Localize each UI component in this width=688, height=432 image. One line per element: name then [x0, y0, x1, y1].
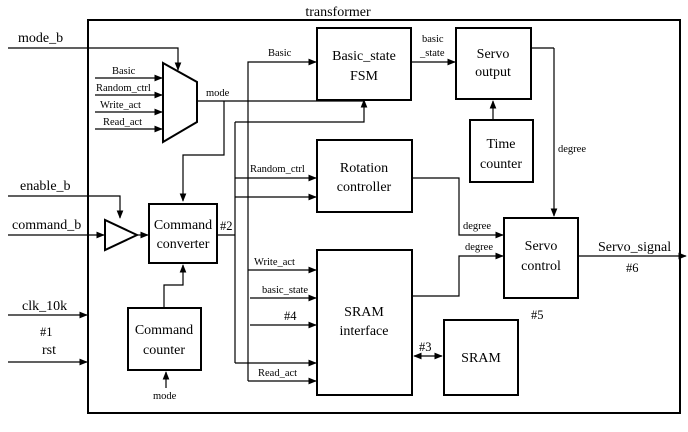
input-clk-10k-label: clk_10k [22, 299, 67, 314]
servo-output-block [455, 27, 532, 100]
signal-mode-bottom-label: mode [153, 391, 177, 402]
wire-bus-to-fsm-mode [235, 100, 365, 123]
output-servo-signal-label: Servo_signal [598, 240, 671, 255]
signal-basic-label: Basic [268, 48, 292, 59]
rotation-controller-block [316, 139, 413, 213]
mux-input-write-act: Write_act [100, 100, 141, 111]
servo-control-label-1: Servo [525, 239, 558, 254]
command-counter-label-1: Command [135, 323, 193, 338]
label-n6: #6 [626, 261, 639, 275]
mux-input-random-ctrl: Random_ctrl [96, 83, 151, 94]
sram-interface-label-2: interface [340, 324, 389, 339]
rotation-controller-label-1: Rotation [340, 161, 388, 176]
command-converter-label-2: converter [157, 237, 210, 252]
module-title: transformer [305, 5, 371, 20]
input-rst-label: rst [42, 343, 56, 358]
servo-output-label-2: output [475, 65, 511, 80]
basic-state-fsm-label-1: Basic_state [332, 49, 396, 64]
servo-control-label-2: control [521, 259, 561, 274]
enable-buffer [104, 218, 140, 252]
signal-basic-state-in-label: basic_state [262, 285, 308, 296]
command-converter-label-1: Command [154, 218, 212, 233]
signal-basic-state-label-1: basic [422, 34, 444, 45]
label-n4: #4 [284, 309, 297, 323]
time-counter-label-1: Time [486, 137, 515, 152]
signal-degree-sram-label: degree [465, 242, 493, 253]
basic-state-fsm-label-2: FSM [350, 69, 379, 84]
transformer-module-border [87, 19, 681, 414]
signal-degree-rot-label: degree [463, 221, 491, 232]
command-counter-block [127, 307, 202, 371]
signal-mode-label: mode [206, 88, 230, 99]
time-counter-block [469, 119, 534, 183]
mux-input-basic: Basic [112, 66, 136, 77]
wire-rotation-to-servo-control [412, 177, 504, 239]
signal-basic-state-label-2: _state [419, 48, 445, 59]
wire-basic-to-fsm [247, 58, 317, 101]
label-n2: #2 [220, 219, 233, 233]
command-converter-block [148, 203, 218, 264]
signal-random-ctrl-label: Random_ctrl [250, 164, 305, 175]
mode-multiplexer [162, 61, 198, 144]
sram-label: SRAM [461, 351, 501, 366]
wire-counter-to-converter [163, 264, 187, 308]
label-n3: #3 [419, 340, 432, 354]
command-counter-label-2: counter [143, 343, 185, 358]
sram-block [443, 319, 519, 396]
wire-sram-to-servo-control [412, 252, 504, 297]
signal-read-act-label: Read_act [258, 368, 297, 379]
servo-control-block [503, 217, 579, 299]
basic-state-fsm-block [316, 27, 412, 101]
wire-mode-to-converter [179, 101, 225, 202]
input-enable-b-label: enable_b [20, 179, 71, 194]
label-n5: #5 [531, 308, 544, 322]
wire-mode-b [8, 47, 182, 71]
signal-degree-time-label: degree [558, 144, 586, 155]
rotation-controller-label-2: controller [337, 180, 392, 195]
signal-write-act-label: Write_act [254, 257, 295, 268]
time-counter-label-2: counter [480, 157, 522, 172]
sram-interface-label-1: SRAM [344, 305, 384, 320]
wire-enable-b [8, 195, 124, 219]
input-mode-b-label: mode_b [18, 31, 63, 46]
servo-output-label-1: Servo [477, 47, 510, 62]
input-command-b-label: command_b [12, 218, 81, 233]
label-n1: #1 [40, 325, 53, 339]
mux-input-read-act: Read_act [103, 117, 142, 128]
sram-interface-block [316, 249, 413, 396]
